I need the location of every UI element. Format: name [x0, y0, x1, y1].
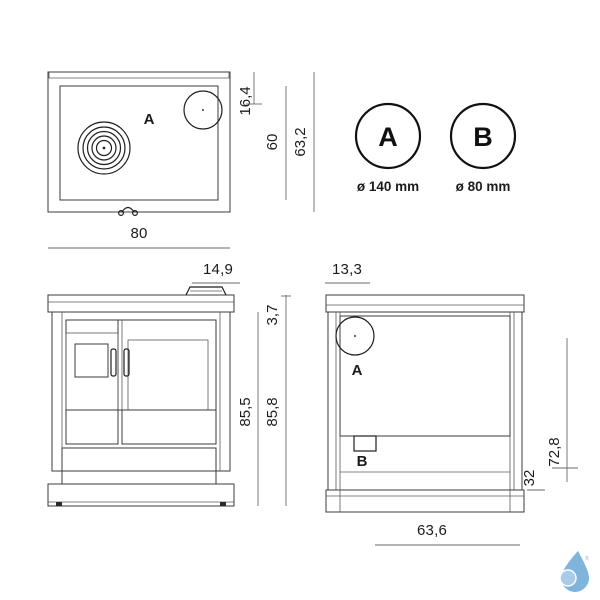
dim-164-text: 16,4: [237, 86, 254, 115]
top-view-burner-ring-1: [77, 121, 131, 175]
dim-32-text: 32: [521, 470, 538, 487]
side-view-flue-a-center: [354, 335, 356, 337]
front-view-plinth: [47, 483, 235, 507]
side-view-vertical-dimensions: 32 72,8: [521, 338, 578, 491]
side-view-top-slab: [325, 294, 525, 313]
front-view-lower-right-compartment: [121, 409, 217, 445]
dim-855-text: 85,5: [237, 397, 254, 426]
front-view-oven-window: [74, 343, 109, 378]
front-view-lid-detail: [185, 286, 227, 296]
top-view-vertical-dimensions: 16,4 60 63,2: [237, 72, 315, 212]
dim-149-text: 14,9: [203, 261, 233, 278]
top-view-burner-ring-2: [82, 126, 126, 170]
front-view-doors-frame: [65, 319, 217, 411]
side-view: 13,3 A B: [325, 261, 525, 546]
front-view-bottom-drawer: [61, 447, 217, 485]
water-drop-logo-inner-circle: [560, 570, 576, 586]
water-drop-logo-inner-ring: [559, 569, 577, 587]
top-view-burner-ring-3: [86, 130, 122, 166]
side-view-label-b: B: [357, 453, 368, 470]
front-view-body: [51, 311, 231, 472]
top-view-handle-knob-left: [117, 210, 124, 217]
legend-caption-b: ø 80 mm: [456, 179, 511, 194]
top-view-hotplate-a-circle: [183, 90, 223, 130]
front-view-lower-left-compartment: [65, 409, 119, 445]
top-view-burner-ring-4: [91, 135, 117, 161]
dim-728-text: 72,8: [546, 437, 563, 466]
front-view-left-door-panel: [65, 332, 119, 411]
front-view-vertical-dimensions: 85,5 85,8 3,7: [237, 295, 291, 506]
legend-circle-a: [354, 102, 422, 170]
top-view-label-a: A: [144, 111, 155, 128]
dim-636-text: 63,6: [417, 522, 447, 539]
top-view-burner-ring-5: [95, 139, 113, 157]
front-view: 14,9: [47, 261, 240, 507]
top-view-handle-knob-right: [132, 210, 139, 217]
water-drop-logo-trademark: ®: [585, 555, 589, 562]
top-view-hotplate-a-center: [202, 109, 204, 111]
top-view: A 80: [47, 71, 231, 249]
front-view-right-door-panel: [127, 339, 209, 411]
legend-group: A ø 140 mm B ø 80 mm: [354, 102, 517, 194]
legend-letter-a: A: [378, 122, 398, 152]
legend-circle-b: [449, 102, 517, 170]
water-drop-logo: ®: [559, 551, 589, 592]
side-view-flue-a-circle: [335, 316, 375, 356]
side-view-plinth: [325, 489, 525, 513]
front-view-foot-left: [56, 502, 62, 506]
front-view-foot-right: [220, 502, 226, 506]
legend-letter-b: B: [473, 122, 493, 152]
dim-133-text: 13,3: [332, 261, 362, 278]
dim-858-text: 85,8: [264, 397, 281, 426]
front-view-right-door-handle[interactable]: [123, 348, 130, 377]
side-view-label-a: A: [352, 362, 363, 379]
dim-632-text: 63,2: [292, 127, 309, 156]
top-view-handle-bar: [121, 206, 135, 213]
side-view-outlet-b-box: [353, 435, 377, 452]
dim-60-text: 60: [264, 134, 281, 151]
top-view-outer-plate: [47, 71, 231, 213]
front-view-left-door-handle[interactable]: [110, 348, 117, 377]
top-view-burner-center: [102, 146, 106, 150]
dim-37-text: 3,7: [264, 305, 281, 326]
side-view-firebox: [339, 315, 511, 437]
legend-caption-a: ø 140 mm: [357, 179, 419, 194]
front-view-cooktop-slab: [47, 294, 235, 313]
top-view-cooking-surface: [59, 85, 219, 201]
dim-top-width-text: 80: [130, 225, 147, 242]
